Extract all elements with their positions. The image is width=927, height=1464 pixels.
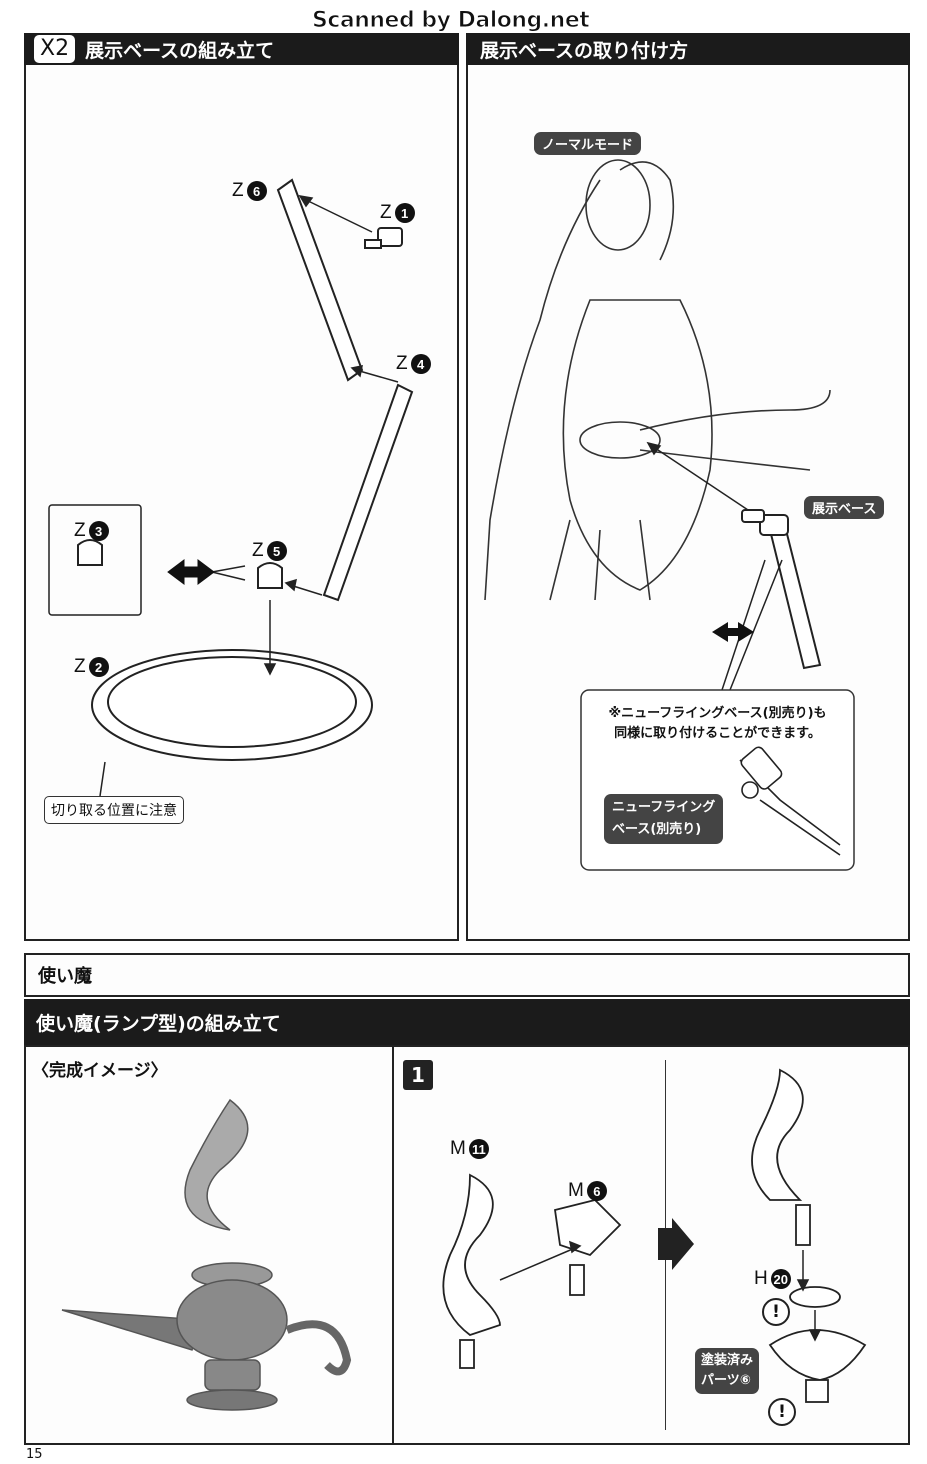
header-base-attachment: 展示ベースの取り付け方 xyxy=(466,33,910,65)
tag-line: ニューフライング xyxy=(612,800,716,815)
step-number: 1 xyxy=(403,1060,433,1090)
section-label-box: 使い魔 xyxy=(24,953,910,997)
part-letter: H xyxy=(754,1268,768,1289)
caution-note: 切り取る位置に注意 xyxy=(44,796,184,824)
page-number: 15 xyxy=(26,1447,43,1462)
part-number: 4 xyxy=(410,354,431,374)
tag-line: ベース(別売り) xyxy=(612,822,702,837)
panel-base-assembly xyxy=(24,33,459,941)
warning-icon: ! xyxy=(762,1298,790,1326)
section-label: 使い魔 xyxy=(38,966,92,987)
part-number: 11 xyxy=(468,1139,489,1159)
part-number: 1 xyxy=(394,203,415,223)
tag-line: 塗装済み xyxy=(701,1353,754,1368)
optional-base-note: ※ニューフライングベース(別売り)も 同様に取り付けることができます。 xyxy=(590,704,845,744)
part-letter: Z xyxy=(232,180,244,201)
header-base-assembly: X2 展示ベースの組み立て xyxy=(24,33,459,65)
new-flying-base-tag: ニューフライング ベース(別売り) xyxy=(604,794,724,844)
part-number: 6 xyxy=(586,1181,607,1201)
section-title: 使い魔(ランプ型)の組み立て xyxy=(36,1012,281,1035)
familiar-assembly-header: 使い魔(ランプ型)の組み立て xyxy=(24,999,910,1045)
warning-icon: ! xyxy=(768,1398,796,1426)
part-number: 20 xyxy=(770,1269,791,1289)
normal-mode-tag: ノーマルモード xyxy=(534,132,642,155)
part-number: 6 xyxy=(246,181,267,201)
tag-line: パーツ⑥ xyxy=(701,1373,751,1388)
quantity-badge: X2 xyxy=(34,35,76,63)
part-number: 2 xyxy=(88,657,109,677)
part-letter: Z xyxy=(396,353,408,374)
part-letter: M xyxy=(450,1138,466,1159)
part-letter: Z xyxy=(74,656,86,677)
note-line: 同様に取り付けることができます。 xyxy=(614,726,821,741)
part-letter: M xyxy=(568,1180,584,1201)
part-letter: Z xyxy=(380,202,392,223)
section-title: 展示ベースの組み立て xyxy=(85,39,275,62)
part-number: 3 xyxy=(88,521,109,541)
part-number: 5 xyxy=(266,541,287,561)
note-line: ※ニューフライングベース(別売り)も xyxy=(608,706,827,721)
finished-image-title: 〈完成イメージ〉 xyxy=(32,1061,168,1081)
display-base-tag: 展示ベース xyxy=(804,496,885,519)
part-letter: Z xyxy=(74,520,86,541)
painted-parts-tag: 塗装済み パーツ⑥ xyxy=(695,1348,760,1394)
base-arm-illustration xyxy=(48,178,414,797)
part-letter: Z xyxy=(252,540,264,561)
watermark: Scanned by Dalong.net xyxy=(311,8,590,34)
section-title: 展示ベースの取り付け方 xyxy=(480,39,689,62)
